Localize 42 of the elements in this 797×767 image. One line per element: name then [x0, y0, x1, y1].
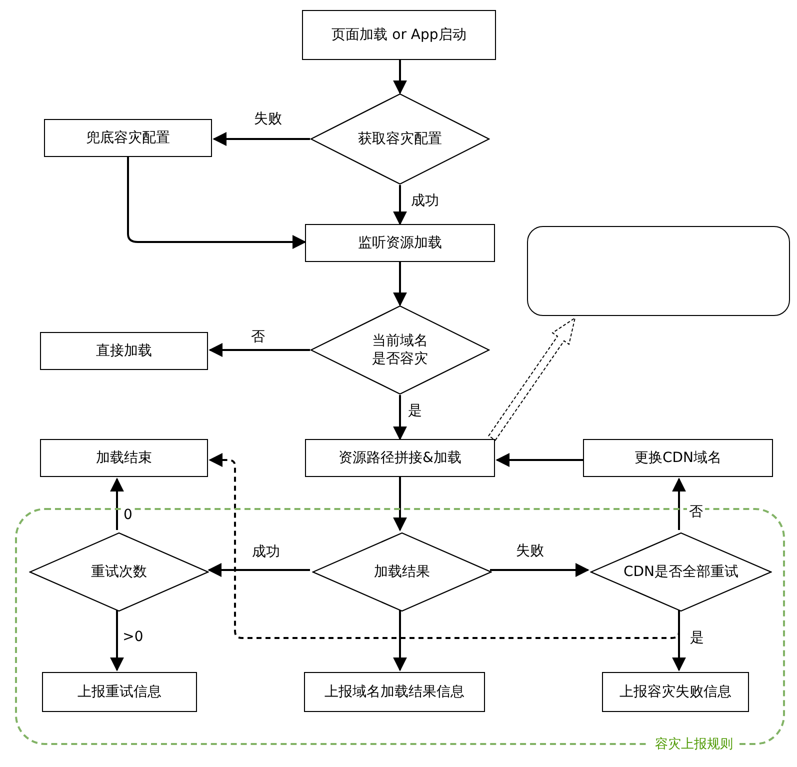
- arrow: [393, 262, 407, 306]
- callout-box: [527, 226, 790, 316]
- arrow: [393, 395, 407, 440]
- edge-label: 成功: [250, 543, 282, 561]
- arrow: [208, 343, 310, 357]
- arrow: [672, 610, 686, 672]
- process-box: 资源路径拼接&加载: [305, 439, 495, 477]
- arrow: [496, 453, 583, 467]
- process-box: 上报容灾失败信息: [602, 672, 749, 712]
- edge-label: 否: [687, 503, 705, 521]
- edge-label: 失败: [252, 110, 284, 128]
- process-box: 上报重试信息: [42, 672, 197, 712]
- arrow: [393, 610, 407, 672]
- process-box: 更换CDN域名: [583, 439, 773, 477]
- arrow: [208, 563, 310, 577]
- arrow: [672, 478, 686, 530]
- arrow: [393, 477, 407, 532]
- process-box: 加载结束: [40, 439, 208, 477]
- hollow-arrow: [488, 316, 576, 441]
- decision-diamond: 当前域名是否容灾: [310, 305, 490, 395]
- decision-diamond: 重试次数: [29, 532, 209, 612]
- process-box: 监听资源加载: [305, 224, 495, 262]
- arrow: [490, 563, 590, 577]
- edge-label: 是: [688, 629, 706, 647]
- decision-diamond: 加载结果: [312, 532, 492, 612]
- decision-diamond: 获取容灾配置: [310, 93, 490, 185]
- arrow: [110, 478, 124, 530]
- edge-label: 否: [249, 328, 267, 346]
- edge-label: 成功: [409, 192, 441, 210]
- process-box: 页面加载 or App启动: [302, 10, 496, 60]
- arrow: [208, 453, 680, 639]
- arrow: [127, 157, 306, 249]
- arrow: [393, 60, 407, 94]
- arrow: [393, 185, 407, 226]
- process-box: 上报域名加载结果信息: [304, 672, 485, 712]
- decision-diamond: CDN是否全部重试: [590, 532, 772, 612]
- arrow: [110, 610, 124, 672]
- process-box: 直接加载: [40, 332, 208, 370]
- edge-label: 失败: [514, 542, 546, 560]
- process-box: 兜底容灾配置: [44, 119, 212, 157]
- edge-label: 是: [406, 402, 424, 420]
- arrow: [212, 132, 310, 146]
